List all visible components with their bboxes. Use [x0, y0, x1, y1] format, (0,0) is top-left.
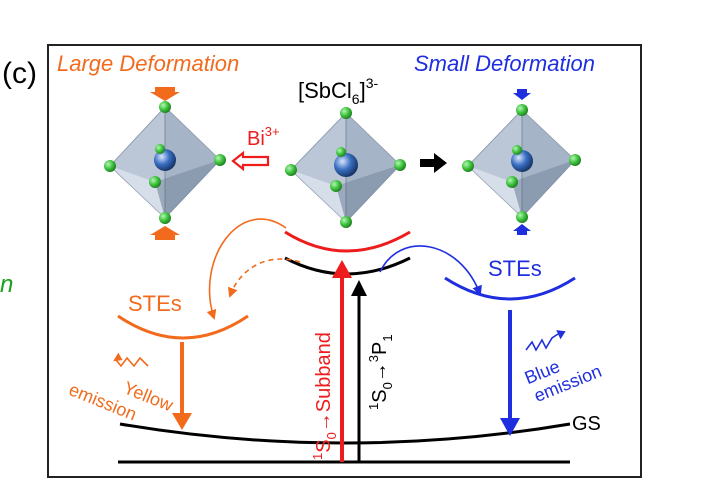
- ground-state-curve: [119, 422, 571, 445]
- blue-emission-label: Blue emission: [522, 356, 605, 406]
- yellow-emission-arrowhead: [172, 413, 192, 430]
- relax-arrow-orange-dashed: [227, 258, 301, 298]
- title-large-deformation: Large Deformation: [57, 51, 239, 76]
- octahedron-icon: [285, 107, 406, 228]
- subband-transition-label: 1S0→Subband: [310, 332, 339, 460]
- subband-curve: [284, 230, 411, 253]
- octahedron-icon: [462, 104, 581, 223]
- panel-label: (c): [2, 57, 37, 90]
- arrow-left-hollow-icon: [231, 150, 270, 172]
- compress-arrow-top-right: [513, 89, 531, 100]
- p1-absorption-arrowhead: [351, 280, 367, 296]
- compress-arrow-bottom-right: [513, 224, 531, 235]
- blue-emission-arrowhead: [500, 418, 520, 436]
- margin-fragment: n: [0, 271, 13, 298]
- dopant-label: Bi3+: [247, 124, 280, 150]
- svg-text:1S0→3P1: 1S0→3P1: [366, 334, 395, 410]
- ste-right-curve: [444, 276, 576, 301]
- stes-label-right: STEs: [488, 256, 542, 281]
- compress-arrow-bottom-left: [150, 226, 180, 240]
- relax-arrow-blue: [379, 245, 482, 296]
- p1-transition-label: 1S0→3P1: [366, 334, 395, 410]
- panel-frame: [47, 44, 642, 478]
- title-sbcl6-complex: [SbCl6]3-: [298, 75, 379, 107]
- ste-left-curve: [117, 314, 249, 340]
- svg-text:1S0→Subband: 1S0→Subband: [310, 332, 339, 460]
- octahedron-icon: [104, 101, 226, 224]
- subband-absorption-arrowhead: [332, 260, 352, 278]
- title-small-deformation: Small Deformation: [414, 51, 595, 76]
- gs-label: GS: [572, 413, 601, 435]
- compress-arrow-top-left: [150, 87, 180, 101]
- wave-arrow-icon: [525, 330, 566, 352]
- relax-arrow-orange-solid: [206, 218, 287, 320]
- arrow-right-icon: [420, 153, 447, 173]
- stes-label-left: STEs: [128, 291, 182, 316]
- wave-arrow-icon: [113, 352, 149, 368]
